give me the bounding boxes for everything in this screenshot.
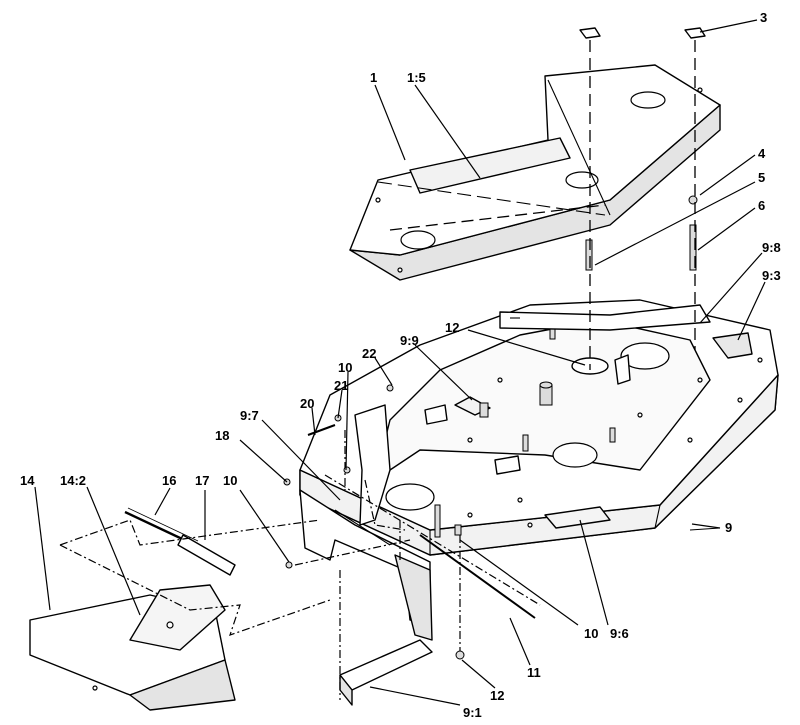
callout-9-9: 9:9 [400, 333, 419, 348]
callout-16: 16 [162, 473, 176, 488]
callout-5: 5 [758, 170, 765, 185]
callout-9-3: 9:3 [762, 268, 781, 283]
callout-6: 6 [758, 198, 765, 213]
callout-9-6: 9:6 [610, 626, 629, 641]
leader-lines [34, 19, 766, 706]
chute-spring-rod [124, 507, 236, 576]
belt-cover [349, 64, 721, 281]
callout-21: 21 [334, 378, 348, 393]
mounting-arm [499, 304, 711, 331]
assembly-lines [59, 40, 696, 700]
callout-14-2: 14:2 [60, 473, 86, 488]
callout-10-left: 10 [223, 473, 237, 488]
callout-9-7: 9:7 [240, 408, 259, 423]
callout-3: 3 [760, 10, 767, 25]
callout-14: 14 [20, 473, 35, 488]
callout-9-8: 9:8 [762, 240, 781, 255]
discharge-chute [29, 584, 236, 711]
callout-10-top: 10 [338, 360, 352, 375]
callout-12-top: 12 [445, 320, 459, 335]
deck-front-bracket [299, 404, 433, 641]
cover-fasteners [579, 27, 706, 271]
deflector-bracket [339, 639, 433, 706]
callout-4: 4 [758, 146, 766, 161]
callout-20: 20 [300, 396, 314, 411]
callout-18: 18 [215, 428, 229, 443]
callout-1-5: 1:5 [407, 70, 426, 85]
callout-9: 9 [725, 520, 732, 535]
loose-hardware [283, 384, 536, 660]
deck-top-plate [299, 299, 779, 531]
callout-22: 22 [362, 346, 376, 361]
callout-1: 1 [370, 70, 377, 85]
callout-9-1: 9:1 [463, 705, 482, 720]
callout-labels: 1 1:5 3 4 5 6 9:8 9:3 12 9:9 22 10 21 20… [20, 10, 781, 720]
callout-11: 11 [527, 665, 541, 680]
callout-17: 17 [195, 473, 209, 488]
callout-10-right: 10 [584, 626, 598, 641]
callout-12-bottom: 12 [490, 688, 504, 703]
